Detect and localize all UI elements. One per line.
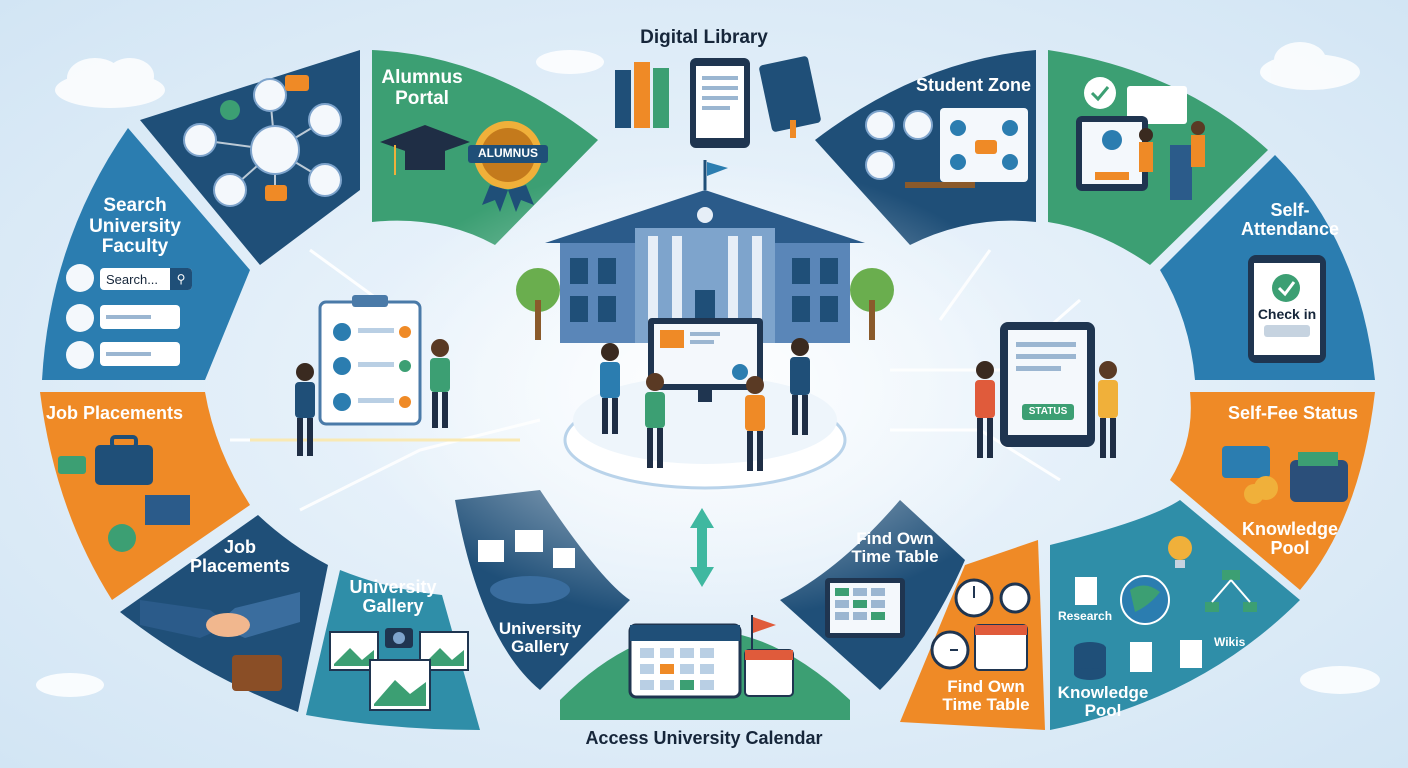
vertical-double-arrow — [690, 508, 714, 587]
kiosk-icon — [1076, 86, 1205, 200]
magnifier-icon[interactable]: ⚲ — [170, 268, 192, 290]
hub-people — [600, 338, 810, 471]
clouds — [36, 42, 1380, 697]
checkmark-icon — [1084, 77, 1116, 109]
database-icon — [1074, 642, 1106, 680]
calendar-title: Access University Calendar — [585, 728, 823, 748]
time-table-grid-icon — [825, 578, 905, 638]
tablet-icon — [690, 58, 750, 148]
camera-icon — [385, 628, 413, 648]
status-text: STATUS — [1028, 406, 1068, 417]
faculty-list — [66, 264, 180, 369]
phone-icon — [1248, 255, 1326, 363]
wikis-label: Wikis — [1214, 635, 1246, 649]
status-tablet-icon — [975, 322, 1118, 458]
alumnus-badge-text: ALUMNUS — [478, 146, 538, 160]
segment-network — [140, 50, 360, 265]
research-label: Research — [1058, 609, 1113, 623]
clock-icon — [930, 578, 1031, 671]
coins-icon — [1222, 446, 1278, 504]
document-icon — [1075, 577, 1202, 672]
wallet-icon — [1290, 452, 1348, 502]
segment-knowledge-pool-b — [1050, 500, 1300, 730]
job-placements-label-a: Job Placements — [46, 403, 184, 423]
student-zone-label: Student Zone — [916, 75, 1031, 95]
clipboard-icon — [295, 295, 450, 456]
image-icon — [329, 631, 469, 711]
flag-icon — [751, 615, 776, 650]
medal-icon — [468, 121, 548, 212]
graduation-cap-icon — [380, 125, 470, 175]
digital-library-title: Digital Library — [640, 27, 768, 48]
segment-gallery-a — [306, 570, 480, 730]
network-icon — [183, 75, 342, 207]
org-tree-icon — [1205, 570, 1257, 612]
faculty-search-placeholder: Search... — [106, 271, 159, 287]
globe-icon — [1120, 575, 1170, 625]
hub-monitor — [648, 318, 763, 402]
segment-search-faculty — [42, 128, 250, 380]
self-fee-status-label: Self-Fee Status — [1228, 403, 1359, 423]
handshake-icon — [140, 592, 300, 691]
self-attendance-label: Self-Attendance — [1240, 200, 1340, 240]
gallery-display-icon — [478, 530, 575, 604]
book-icon — [615, 56, 821, 138]
lightbulb-icon — [1168, 536, 1192, 568]
check-in-text: Check in — [1257, 306, 1317, 322]
student-zone-screen — [865, 108, 1028, 188]
calendar-icon — [628, 623, 794, 699]
briefcase-icon — [58, 435, 190, 552]
faculty-search-box[interactable]: Search... ⚲ — [100, 268, 192, 290]
